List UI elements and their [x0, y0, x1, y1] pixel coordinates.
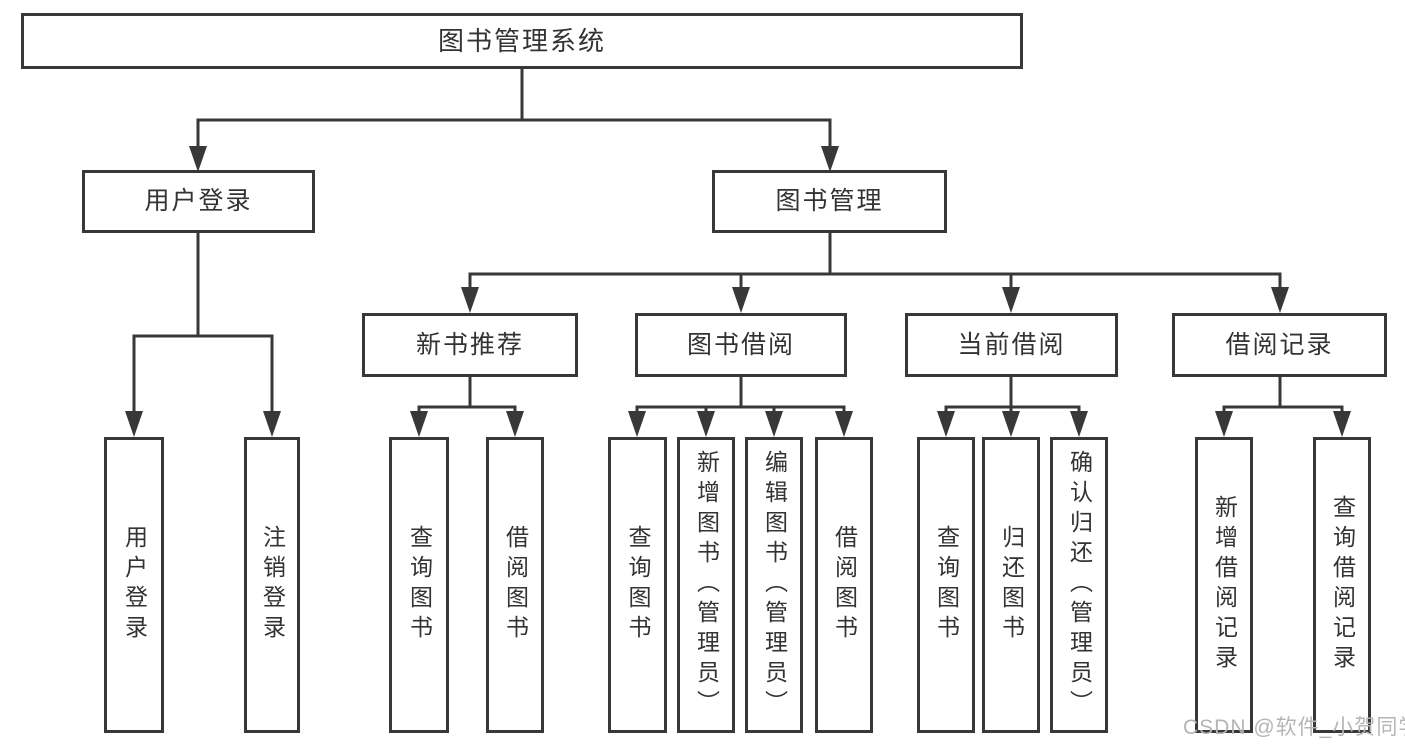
- leaf-add-borrow-record-label: 新增借阅记录: [1211, 495, 1238, 675]
- node-user-login: 用户登录: [82, 170, 315, 233]
- connector-borrow-records-to-leaves: [1222, 377, 1344, 413]
- leaf-edit-books-admin-label: 编辑图书（管理员）: [761, 450, 788, 720]
- node-current-borrowing: 当前借阅: [905, 313, 1118, 377]
- leaf-user-login-label: 用户登录: [121, 525, 148, 645]
- leaf-newbooks-borrow-books-label: 借阅图书: [502, 525, 529, 645]
- node-book-management-label: 图书管理: [775, 187, 884, 215]
- leaf-newbooks-query-books-label: 查询图书: [406, 525, 433, 645]
- leaf-newbooks-borrow-books: 借阅图书: [486, 437, 544, 733]
- leaf-logout-label: 注销登录: [259, 525, 286, 645]
- node-borrowing-records-label: 借阅记录: [1225, 330, 1334, 359]
- connector-root-to-level2: [196, 69, 832, 148]
- leaf-return-books: 归还图书: [982, 437, 1040, 733]
- leaf-edit-books-admin: 编辑图书（管理员）: [745, 437, 803, 733]
- connector-new-books-to-leaves: [417, 377, 517, 413]
- leaf-borrow-books: 借阅图书: [815, 437, 873, 733]
- leaf-borrow-query-books: 查询图书: [608, 437, 667, 733]
- leaf-borrow-books-label: 借阅图书: [831, 525, 858, 645]
- node-book-borrowing-label: 图书借阅: [686, 330, 795, 359]
- node-user-login-label: 用户登录: [144, 187, 253, 215]
- leaf-newbooks-query-books: 查询图书: [389, 437, 449, 733]
- connector-user-login-to-leaves: [132, 233, 274, 413]
- node-new-book-recommend-label: 新书推荐: [415, 330, 524, 359]
- connector-book-borrow-to-leaves: [635, 377, 846, 413]
- node-root-system: 图书管理系统: [21, 13, 1023, 69]
- node-book-management: 图书管理: [712, 170, 947, 233]
- leaf-query-borrow-record-label: 查询借阅记录: [1329, 495, 1356, 675]
- leaf-user-login: 用户登录: [104, 437, 164, 733]
- leaf-borrow-query-books-label: 查询图书: [625, 525, 651, 645]
- csdn-watermark: CSDN @软件_小贺同学: [1183, 716, 1405, 739]
- leaf-current-query-books-label: 查询图书: [933, 525, 960, 645]
- leaf-confirm-return-admin: 确认归还（管理员）: [1050, 437, 1108, 733]
- leaf-confirm-return-admin-label: 确认归还（管理员）: [1066, 450, 1093, 720]
- leaf-add-borrow-record: 新增借阅记录: [1195, 437, 1253, 733]
- leaf-add-books-admin: 新增图书（管理员）: [677, 437, 735, 733]
- leaf-query-borrow-record: 查询借阅记录: [1313, 437, 1371, 733]
- leaf-return-books-label: 归还图书: [998, 525, 1025, 645]
- node-book-borrowing: 图书借阅: [635, 313, 847, 377]
- node-current-borrowing-label: 当前借阅: [957, 330, 1066, 359]
- leaf-current-query-books: 查询图书: [917, 437, 975, 733]
- leaf-logout: 注销登录: [244, 437, 300, 733]
- connector-book-mgmt-to-level3: [468, 233, 1282, 289]
- connector-current-borrow-to-leaves: [944, 377, 1081, 413]
- node-root-label: 图书管理系统: [437, 26, 606, 56]
- leaf-add-books-admin-label: 新增图书（管理员）: [693, 450, 720, 720]
- node-new-book-recommend: 新书推荐: [362, 313, 578, 377]
- node-borrowing-records: 借阅记录: [1172, 313, 1387, 377]
